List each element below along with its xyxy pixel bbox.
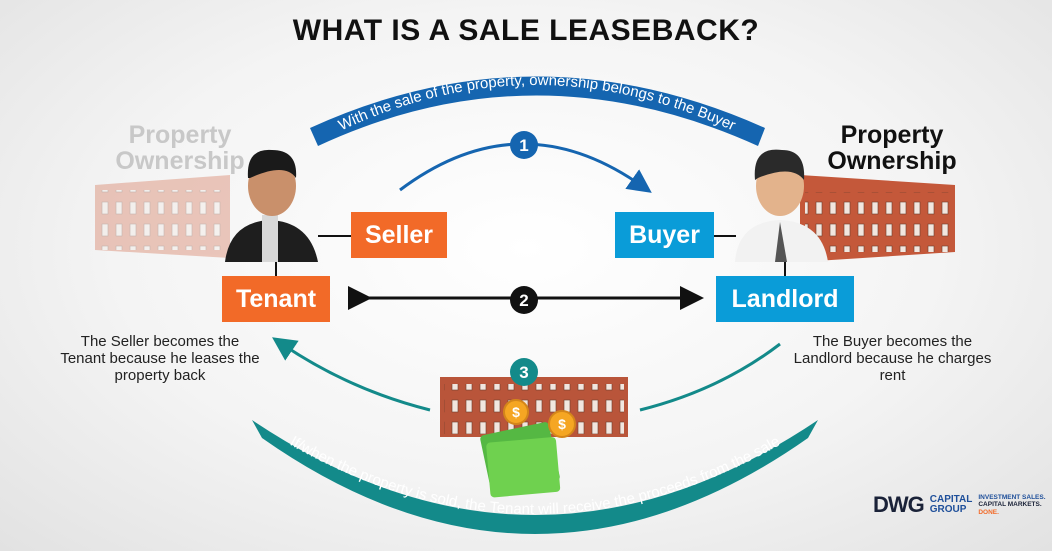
top-banner-text: With the sale of the property, ownership… bbox=[336, 72, 738, 134]
left-building-icon bbox=[95, 175, 230, 258]
logo-tag2: CAPITAL MARKETS. bbox=[978, 501, 1042, 509]
svg-text:3: 3 bbox=[519, 363, 528, 382]
buyer-description: The Buyer becomes the Landlord because h… bbox=[793, 333, 992, 384]
logo-tag1: INVESTMENT SALES. bbox=[978, 493, 1046, 501]
logo-sub2: GROUP bbox=[929, 504, 967, 515]
building-money-icon: $ $ bbox=[440, 377, 628, 498]
step-badge-1: 1 bbox=[510, 131, 538, 159]
svg-text:$: $ bbox=[512, 404, 520, 420]
buyer-avatar bbox=[735, 149, 828, 262]
seller-label: Seller bbox=[351, 212, 447, 258]
svg-text:$: $ bbox=[558, 416, 566, 432]
logo-sub1: CAPITAL bbox=[929, 494, 973, 505]
svg-text:2: 2 bbox=[519, 291, 528, 310]
logo-tag3: DONE. bbox=[978, 508, 999, 516]
top-banner: With the sale of the property, ownership… bbox=[310, 72, 765, 146]
step-badge-2: 2 bbox=[510, 286, 538, 314]
logo-main: DWG bbox=[873, 492, 925, 517]
seller-description: The Seller becomes the Tenant because he… bbox=[60, 333, 260, 384]
buyer-label: Buyer bbox=[615, 212, 714, 258]
page-title: WHAT IS A SALE LEASEBACK? bbox=[292, 14, 760, 47]
svg-text:1: 1 bbox=[519, 136, 528, 155]
left-ownership-label: Property Ownership bbox=[115, 121, 245, 175]
right-building-icon bbox=[800, 175, 955, 262]
arrow-3 bbox=[282, 344, 781, 412]
right-ownership-label: Property Ownership bbox=[827, 121, 957, 175]
step-badge-3: 3 bbox=[510, 358, 538, 386]
landlord-label: Landlord bbox=[716, 276, 854, 322]
seller-avatar bbox=[225, 149, 318, 262]
tenant-label: Tenant bbox=[222, 276, 330, 322]
